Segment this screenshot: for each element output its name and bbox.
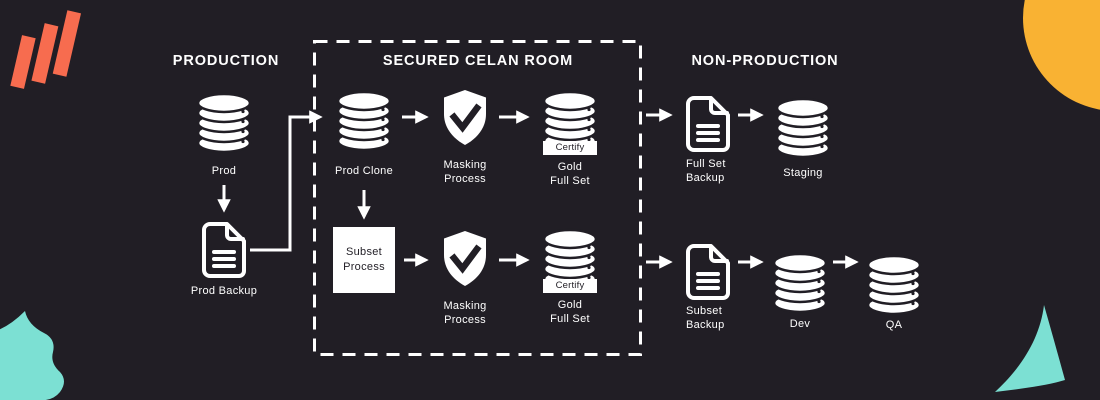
node-label: Prod Clone: [334, 165, 394, 177]
node-gold-full-set-top: Certify Gold Full Set: [542, 89, 598, 187]
database-icon: [336, 89, 392, 153]
node-label: Dev: [789, 318, 811, 330]
node-label: Gold Full Set: [550, 299, 590, 325]
database-icon: [866, 253, 922, 317]
secured-room-heading: SECURED CELAN ROOM: [382, 53, 574, 69]
node-prod-backup: Prod Backup: [191, 221, 257, 297]
node-prod-clone: Prod Clone: [335, 89, 393, 177]
document-icon: [685, 243, 731, 301]
node-label: Masking Process: [443, 300, 487, 326]
node-dev: Dev: [772, 251, 828, 330]
node-label: Prod: [211, 165, 237, 177]
non-production-heading: NON-PRODUCTION: [691, 53, 839, 69]
yellow-circle-decoration: [1023, 0, 1100, 110]
node-masking-process-top: Masking Process: [441, 89, 489, 185]
certify-badge: Certify: [543, 141, 597, 155]
node-full-set-backup: Full Set Backup: [685, 95, 731, 184]
teal-blob-decoration: [0, 311, 64, 400]
database-icon: [196, 91, 252, 155]
database-icon: [772, 251, 828, 315]
node-label: Masking Process: [443, 159, 487, 185]
document-icon: [201, 221, 247, 279]
logo-slashes-icon: [10, 10, 82, 89]
node-label: Full Set Backup: [686, 158, 726, 184]
node-prod: Prod: [196, 91, 252, 177]
database-icon: [775, 96, 831, 160]
teal-fin-decoration: [995, 305, 1065, 392]
node-qa: QA: [866, 253, 922, 331]
node-label: Prod Backup: [190, 285, 258, 297]
node-gold-full-set-bottom: Certify Gold Full Set: [542, 227, 598, 325]
production-heading: PRODUCTION: [172, 53, 280, 69]
shield-check-icon: [441, 89, 489, 146]
subset-process-box: Subset Process: [333, 227, 395, 293]
node-label: Staging: [783, 167, 823, 179]
shield-check-icon: [441, 230, 489, 287]
node-staging: Staging: [775, 96, 831, 179]
certify-badge: Certify: [543, 279, 597, 293]
arrow-backup-to-clone: [250, 110, 323, 252]
node-label: Gold Full Set: [550, 161, 590, 187]
document-icon: [685, 95, 731, 153]
node-label: Subset Backup: [686, 305, 725, 331]
node-masking-process-bottom: Masking Process: [441, 230, 489, 326]
node-label: QA: [885, 319, 903, 331]
node-subset-backup: Subset Backup: [685, 243, 731, 331]
